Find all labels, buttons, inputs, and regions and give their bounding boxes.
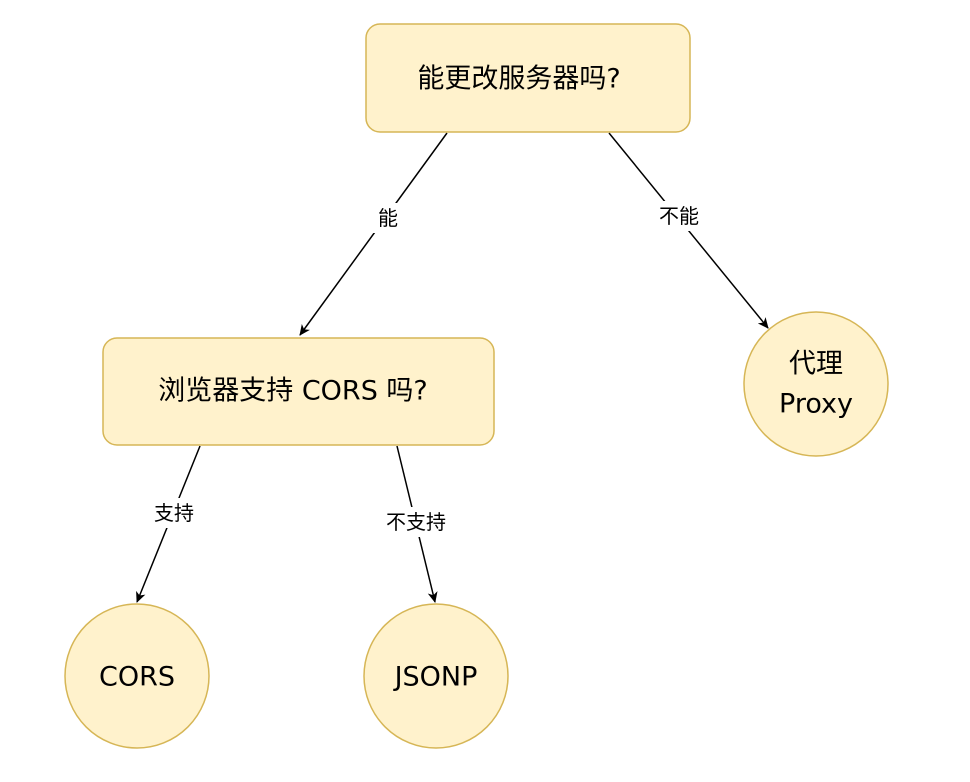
edge-root-to-cors-question: 能 (299, 132, 448, 336)
edge-cors-question-to-cors: 支持 (136, 445, 201, 603)
node-label: JSONP (393, 662, 478, 693)
edge-label-background (147, 498, 201, 528)
decision-box (102, 337, 495, 446)
node-cors: CORS (64, 603, 210, 749)
node-label-english: Proxy (779, 389, 853, 420)
node-label: 能更改服务器吗? (417, 64, 620, 95)
edge-line (299, 132, 448, 336)
result-circle (743, 311, 889, 457)
edge-label-background (371, 203, 401, 233)
edge-label-background (652, 201, 706, 231)
decision-box (365, 23, 691, 133)
edge-label-supported: 支持 (154, 501, 194, 525)
node-label: 浏览器支持 CORS 吗? (158, 376, 428, 407)
result-circle (64, 603, 210, 749)
edge-label-can: 能 (378, 206, 398, 230)
node-browser-supports-cors: 浏览器支持 CORS 吗? (102, 337, 495, 446)
node-label: CORS (99, 662, 175, 693)
node-proxy: 代理 Proxy (743, 311, 889, 457)
edge-label-cannot: 不能 (659, 204, 699, 228)
edge-cors-question-to-jsonp: 不支持 (376, 445, 456, 603)
result-circle (363, 603, 509, 749)
node-can-change-server: 能更改服务器吗? (365, 23, 691, 133)
edge-label-background (376, 507, 456, 537)
edge-root-to-proxy: 不能 (608, 132, 769, 329)
node-jsonp: JSONP (363, 603, 509, 749)
edge-label-not-supported: 不支持 (386, 510, 446, 534)
node-label-chinese: 代理 (789, 349, 843, 380)
